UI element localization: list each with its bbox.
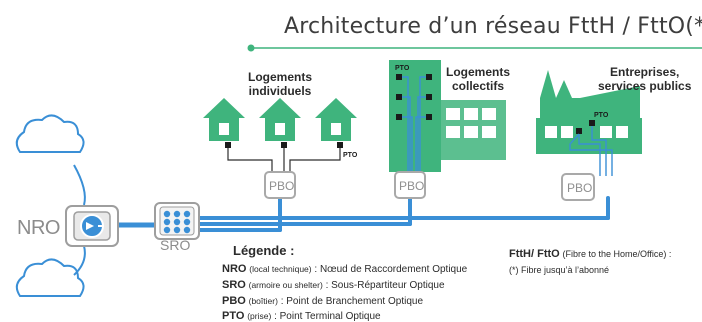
- label-individual-housing: Logements individuels: [248, 70, 313, 98]
- legend-item-pbo: PBO (boîtier) : Point de Branchement Opt…: [222, 295, 423, 307]
- business-factory-icon: [536, 70, 642, 154]
- legend-item-pto: PTO (prise) : Point Terminal Optique: [222, 310, 381, 322]
- cloud-link-top: [73, 164, 86, 206]
- sro-node: [154, 202, 200, 240]
- legend-item-sro: SRO (armoire ou shelter) : Sous-Répartit…: [222, 279, 445, 291]
- legend-note: (prise): [247, 311, 272, 321]
- business-pto-points: [576, 120, 595, 134]
- fibre-trunk: [115, 194, 610, 232]
- house-drops: [227, 146, 341, 172]
- legend-abbr: PTO: [222, 310, 245, 322]
- collective-pto-points: [396, 74, 432, 120]
- label-collective-housing: Logements collectifs: [446, 65, 511, 93]
- legend-note: (boîtier): [248, 296, 278, 306]
- legend-desc: : Sous-Répartiteur Optique: [325, 280, 445, 291]
- legend-note: (local technique): [249, 264, 312, 274]
- pbo-houses: PBO: [264, 171, 296, 199]
- pbo-collective: PBO: [394, 171, 426, 199]
- sro-label: SRO: [160, 237, 191, 253]
- business-drop-lines: [569, 126, 613, 176]
- legend-abbr: NRO: [222, 263, 247, 275]
- house-2-icon: [259, 98, 301, 141]
- ftth-abbr: FttH/ FttO: [509, 248, 560, 260]
- nro-node: [65, 205, 119, 247]
- legend-abbr: SRO: [222, 279, 246, 291]
- svg-text:PBO: PBO: [567, 181, 592, 195]
- collective-pto-label: PTO: [395, 65, 410, 72]
- internet-cloud-bottom-icon: [15, 258, 85, 297]
- business-pto-label: PTO: [594, 112, 609, 119]
- house-1-icon: [203, 98, 245, 141]
- house-3-icon: [315, 98, 357, 141]
- legend-desc: : Point Terminal Optique: [274, 311, 381, 322]
- legend-item-nro: NRO (local technique) : Nœud de Raccorde…: [222, 263, 467, 275]
- ftth-definition: FttH/ FttO (Fibre to the Home/Office) :: [509, 248, 671, 260]
- svg-text:PBO: PBO: [399, 179, 424, 193]
- internet-cloud-top-icon: [15, 114, 85, 153]
- legend-title: Légende :: [233, 243, 295, 258]
- legend-desc: : Nœud de Raccordement Optique: [314, 264, 468, 275]
- pbo-business: PBO: [561, 173, 595, 201]
- ftth-note: (*) Fibre jusqu’à l’abonné: [509, 265, 610, 275]
- collective-riser-lines: [402, 76, 426, 172]
- nro-label: NRO: [17, 217, 60, 239]
- legend-abbr: PBO: [222, 295, 246, 307]
- legend-desc: : Point de Branchement Optique: [280, 296, 424, 307]
- legend-note: (armoire ou shelter): [248, 280, 323, 290]
- svg-text:PBO: PBO: [269, 179, 294, 193]
- diagram-title: Architecture d’un réseau FttH / FttO(*): [284, 14, 702, 39]
- title-dot: [247, 44, 255, 52]
- cloud-link-bottom: [73, 245, 86, 276]
- ftth-desc: (Fibre to the Home/Office) :: [562, 249, 672, 259]
- label-business-public: Entreprises, services publics: [598, 65, 692, 93]
- house-pto-label: PTO: [343, 152, 358, 159]
- house-pto-points: [225, 142, 343, 148]
